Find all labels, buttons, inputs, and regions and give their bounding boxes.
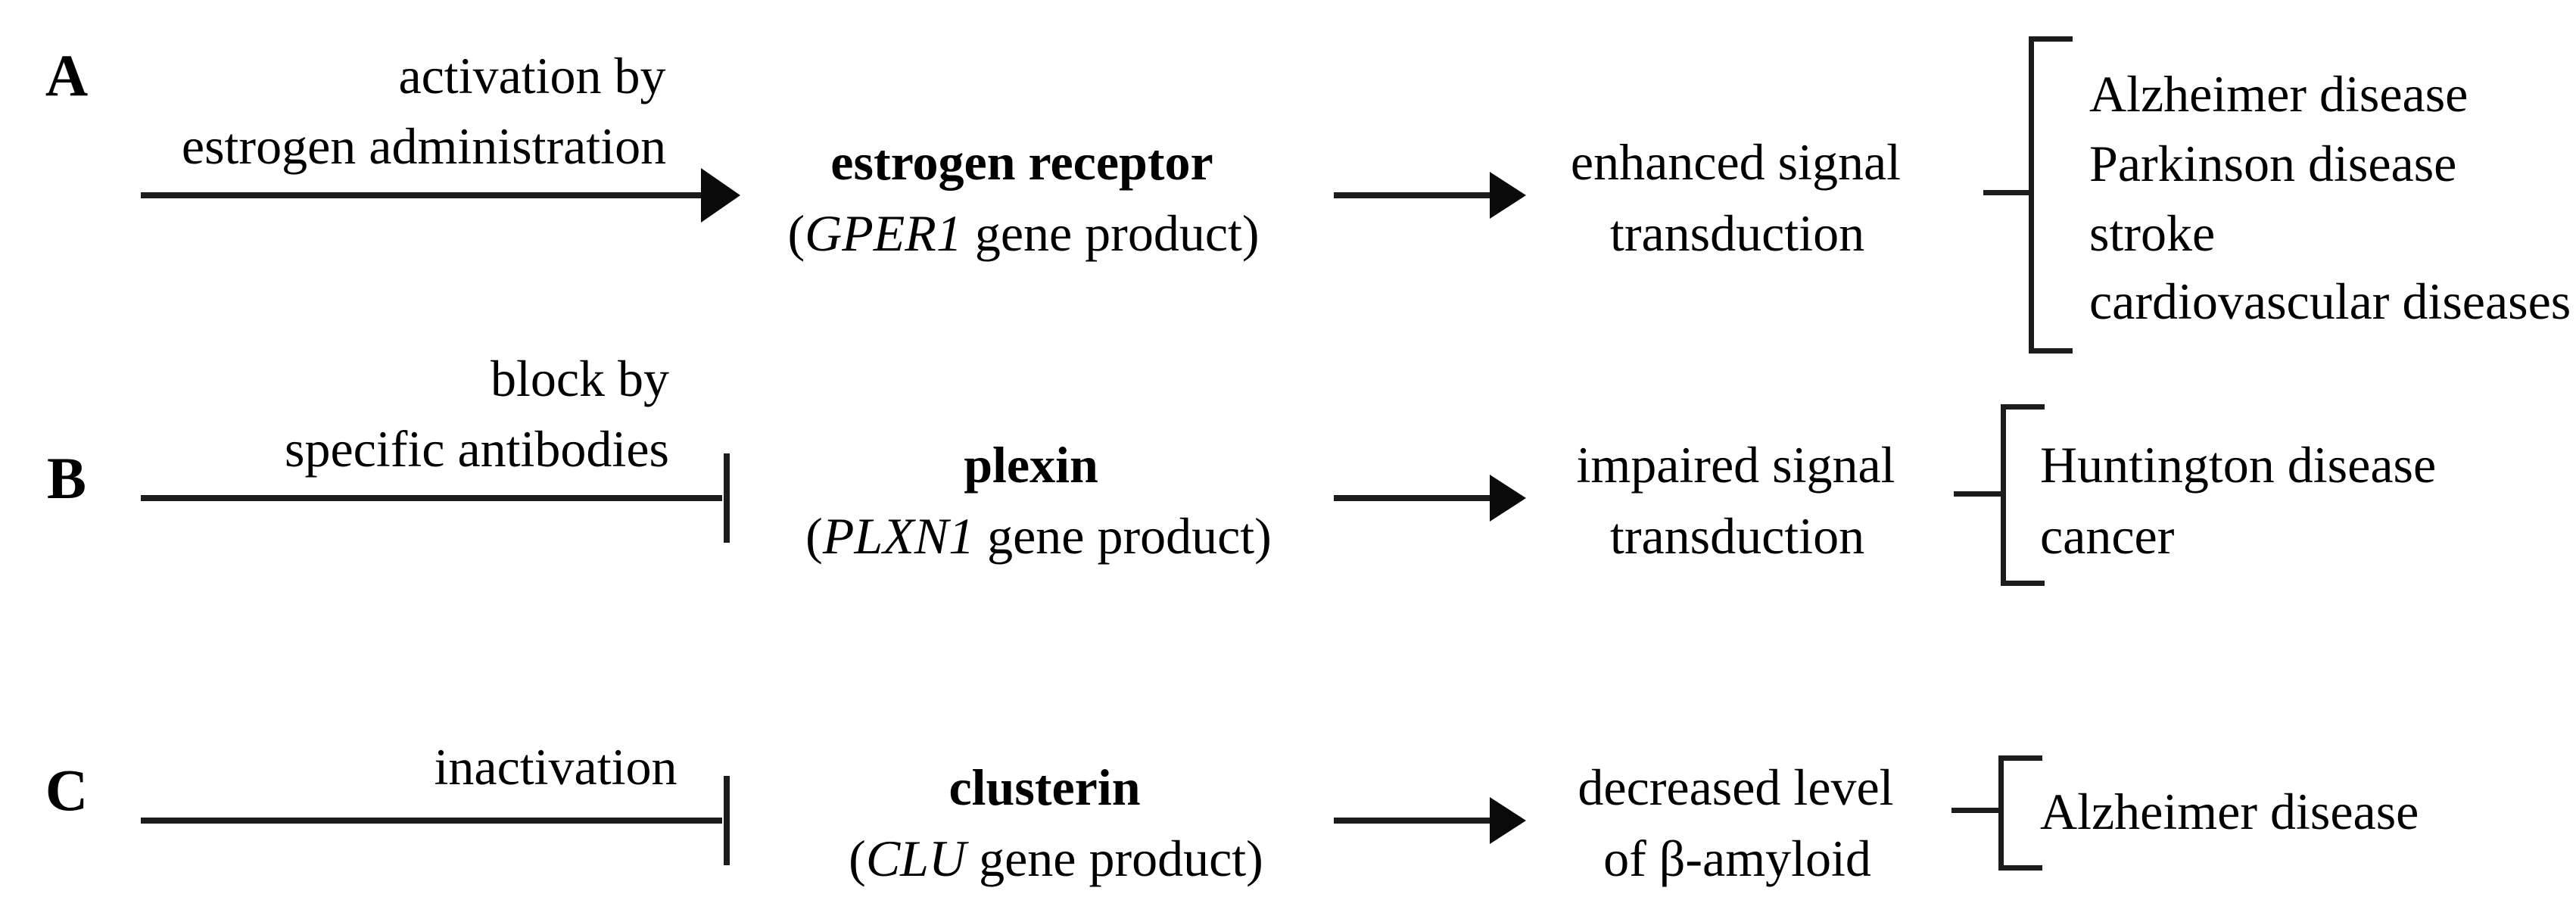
target-gene-product: (PLXN1 gene product) [805,500,1272,572]
gene-symbol: CLU [865,830,967,887]
effect-line: impaired signal [1576,436,1895,494]
gene-open-paren: ( [849,830,866,887]
bracket-connector [1954,491,2001,497]
target-protein-name: clusterin [948,758,1141,816]
gene-symbol: GPER1 [805,204,962,262]
activation-arrow-line [141,192,702,198]
effect-line: of β-amyloid [1603,830,1871,887]
bracket-connector [1983,190,2030,195]
stimulus-line: specific antibodies [285,420,669,478]
gene-open-paren: ( [787,204,805,262]
disease-bracket-bottom [1998,865,2042,871]
disease-bracket-top [2001,404,2045,410]
disease-bracket [2029,36,2034,354]
disease-item: stroke [2089,204,2216,262]
disease-bracket-bottom [2001,581,2045,586]
effect-line: enhanced signal [1570,133,1902,191]
effect-arrowhead-icon [1490,172,1526,219]
disease-bracket-top [1998,755,2042,761]
gene-rest: gene product) [974,507,1272,565]
row-label-c: C [45,757,89,823]
disease-item: Huntington disease [2040,436,2437,494]
inhibition-bar-icon [724,776,730,865]
gene-rest: gene product) [966,830,1263,887]
target-gene-product: (CLU gene product) [849,823,1263,894]
gene-rest: gene product) [961,204,1260,262]
target-protein-name: plexin [964,436,1098,494]
target-protein-name: estrogen receptor [830,133,1213,191]
inhibition-line [141,495,722,501]
disease-item: cardiovascular diseases [2089,273,2571,330]
effect-line: transduction [1609,507,1865,565]
disease-bracket-top [2029,36,2073,42]
disease-bracket [2001,404,2006,586]
stimulus-line: inactivation [434,738,677,796]
row-label-b: B [46,445,87,511]
row-label-a: A [45,42,89,108]
effect-line: transduction [1609,204,1865,262]
disease-item: Alzheimer disease [2040,783,2419,840]
disease-item: Parkinson disease [2089,135,2457,192]
inhibition-bar-icon [724,453,730,543]
stimulus-line: activation by [398,47,666,104]
effect-arrow-line [1334,818,1491,824]
disease-bracket-bottom [2029,348,2073,354]
gene-open-paren: ( [805,507,823,565]
stimulus-line: block by [490,350,670,407]
disease-bracket [1998,755,2004,871]
effect-arrow-line [1334,495,1491,501]
disease-item: Alzheimer disease [2089,65,2469,123]
effect-arrowhead-icon [1490,475,1526,522]
disease-item: cancer [2040,507,2175,565]
effect-line: decreased level [1578,758,1894,816]
target-gene-product: (GPER1 gene product) [787,198,1259,269]
activation-arrowhead-icon [701,168,740,223]
bracket-connector [1951,808,1998,813]
effect-arrow-line [1334,192,1491,198]
gene-symbol: PLXN1 [822,507,975,565]
inhibition-line [141,818,722,824]
stimulus-line: estrogen administration [181,117,667,175]
effect-arrowhead-icon [1490,797,1526,844]
